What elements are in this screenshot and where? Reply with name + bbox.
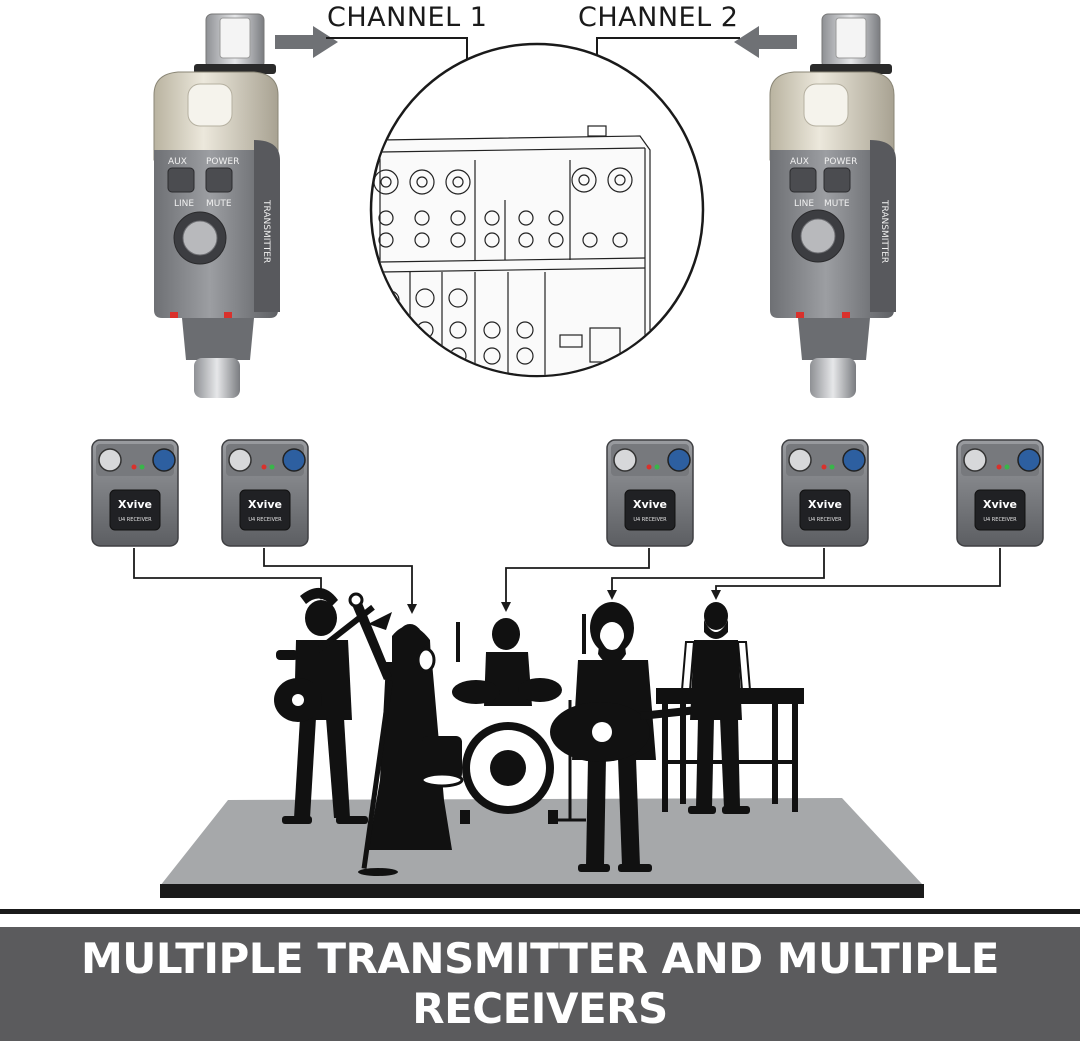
footer-title-line-2: RECEIVERS: [412, 984, 668, 1033]
receiver-unit: Xvive U4 RECEIVER: [956, 439, 1044, 547]
receiver-brand-label: Xvive: [808, 498, 842, 511]
line-label: LINE: [794, 199, 814, 209]
receiver-unit: Xvive U4 RECEIVER: [91, 439, 179, 547]
mixer-magnifier: [369, 42, 705, 378]
receiver-model-label: U4 RECEIVER: [808, 517, 842, 523]
channel-knob-icon: [842, 448, 866, 472]
receiver-unit: Xvive U4 RECEIVER: [221, 439, 309, 547]
receiver-brand-label: Xvive: [118, 498, 152, 511]
aux-button: [789, 167, 817, 193]
power-label: POWER: [206, 157, 239, 167]
receiver-brand-label: Xvive: [983, 498, 1017, 511]
footer-title-line-1: MULTIPLE TRANSMITTER AND MULTIPLE: [81, 934, 999, 983]
transmitter-channel-2: AUX POWER LINE MUTE TRANSMITTER: [769, 13, 896, 398]
arrow-right-to-left: [734, 26, 797, 58]
setup-diagram: AUX POWER LINE MUTE TRANSMITTER AUX POWE…: [91, 13, 1044, 898]
stage: [160, 798, 922, 886]
musician-drummer: [420, 614, 586, 824]
receiver-unit: Xvive U4 RECEIVER: [781, 439, 869, 547]
footer-banner: [0, 927, 1080, 1041]
footer-divider: [0, 909, 1080, 914]
receiver-brand-label: Xvive: [248, 498, 282, 511]
power-button: [823, 167, 851, 193]
mute-label: MUTE: [824, 199, 850, 209]
aux-button: [167, 167, 195, 193]
receiver-brand-label: Xvive: [633, 498, 667, 511]
channel-2-label: CHANNEL 2: [578, 2, 739, 33]
channel-1-label: CHANNEL 1: [327, 2, 488, 33]
musician-singer: [348, 592, 452, 876]
arrow-left-to-right: [275, 26, 338, 58]
receiver-model-label: U4 RECEIVER: [118, 517, 152, 523]
transmitter-side-text: TRANSMITTER: [261, 199, 271, 263]
receiver-model-label: U4 RECEIVER: [248, 517, 282, 523]
volume-knob-icon: [228, 448, 252, 472]
receiver-model-label: U4 RECEIVER: [633, 517, 667, 523]
receiver-connections: [133, 548, 1001, 614]
volume-knob-icon: [788, 448, 812, 472]
power-label: POWER: [824, 157, 857, 167]
channel-knob-icon: [1017, 448, 1041, 472]
mute-label: MUTE: [206, 199, 232, 209]
band-silhouettes: [274, 587, 804, 876]
receiver-unit: Xvive U4 RECEIVER: [606, 439, 694, 547]
channel-knob-icon: [667, 448, 691, 472]
aux-label: AUX: [790, 157, 809, 167]
musician-guitarist-acoustic: [550, 602, 716, 872]
power-button: [205, 167, 233, 193]
receivers-row: Xvive U4 RECEIVER Xvive U4 RECEIVER Xvive U4 …: [91, 439, 1044, 547]
volume-knob-icon: [613, 448, 637, 472]
aux-label: AUX: [168, 157, 187, 167]
musician-keyboardist: [656, 602, 804, 814]
volume-knob-icon: [963, 448, 987, 472]
channel-knob-icon: [152, 448, 176, 472]
transmitter-channel-1: AUX POWER LINE MUTE TRANSMITTER: [153, 13, 280, 398]
receiver-model-label: U4 RECEIVER: [983, 517, 1017, 523]
volume-knob-icon: [98, 448, 122, 472]
transmitter-side-text: TRANSMITTER: [879, 199, 889, 263]
channel-knob-icon: [282, 448, 306, 472]
line-label: LINE: [174, 199, 194, 209]
